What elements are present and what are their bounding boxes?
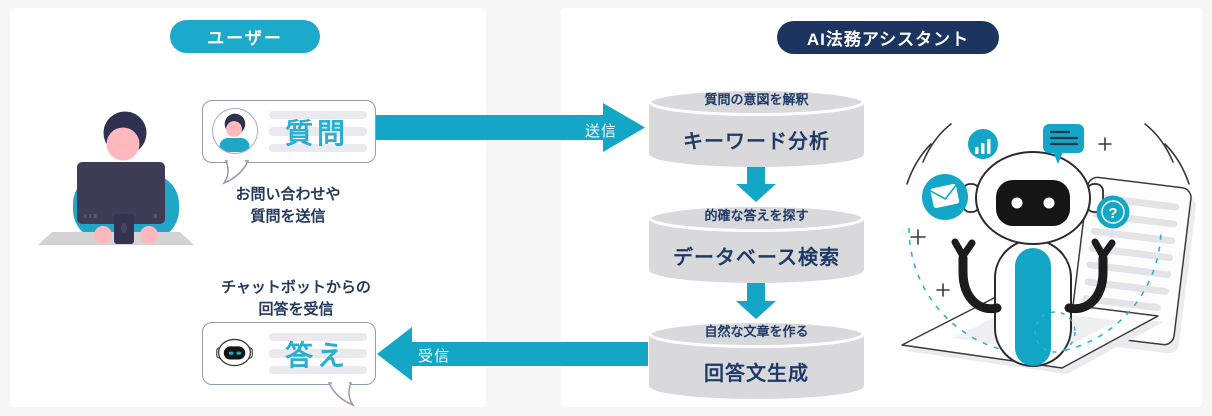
person-hand bbox=[140, 226, 158, 244]
person-avatar-icon bbox=[219, 113, 250, 153]
text-line-placeholder bbox=[269, 366, 367, 374]
text-line-placeholder bbox=[269, 127, 367, 136]
text-line-placeholder bbox=[269, 144, 367, 152]
robot-eye bbox=[1011, 197, 1023, 209]
send-arrow-label: 送信 bbox=[584, 123, 617, 140]
question-caption-line2: 質問を送信 bbox=[250, 207, 326, 225]
step-note: 的確な答えを探す bbox=[704, 208, 809, 223]
step-note: 質問の意図を解釈 bbox=[704, 92, 809, 107]
text-line-placeholder bbox=[269, 349, 367, 358]
question-bubble-tail bbox=[221, 159, 250, 185]
send-arrow bbox=[374, 103, 645, 152]
user-badge: ユーザー bbox=[170, 20, 320, 53]
bar-chart-icon bbox=[968, 129, 998, 159]
pipeline-step-database-search: 的確な答えを探す データベース検索 bbox=[648, 204, 865, 284]
step-title: キーワード分析 bbox=[683, 131, 830, 153]
question-caption: お問い合わせや 質問を送信 bbox=[198, 184, 378, 228]
down-arrow-icon bbox=[736, 283, 776, 319]
database-cylinder-icon bbox=[648, 88, 865, 167]
plus-marks bbox=[910, 137, 1112, 297]
monitor-icon bbox=[77, 162, 165, 224]
pipeline-step-answer-generation: 自然な文章を作る 回答文生成 bbox=[648, 320, 865, 400]
envelope-icon bbox=[922, 174, 968, 220]
person-face bbox=[106, 127, 140, 161]
answer-caption-line2: 回答を受信 bbox=[258, 300, 334, 318]
decorative-arcs bbox=[906, 123, 1190, 185]
robot-arms bbox=[951, 238, 1116, 314]
step-title: データベース検索 bbox=[673, 247, 840, 269]
answer-caption-line1: チャットボットからの bbox=[221, 279, 371, 296]
database-cylinder-icon bbox=[648, 320, 865, 399]
user-avatar bbox=[212, 108, 258, 154]
assistant-badge: AI法務アシスタント bbox=[777, 21, 999, 54]
text-line-placeholder bbox=[269, 333, 367, 341]
receive-arrow-label: 受信 bbox=[417, 348, 450, 365]
question-bubble: 質問 bbox=[202, 100, 376, 163]
receive-arrow bbox=[377, 327, 648, 381]
robot-eye bbox=[1043, 197, 1055, 209]
user-at-computer-illustration bbox=[38, 111, 194, 245]
answer-bubble-tail bbox=[327, 381, 356, 407]
robot-body-stripe bbox=[1015, 248, 1051, 366]
bot-avatar bbox=[212, 330, 258, 376]
svg-text:?: ? bbox=[1108, 205, 1117, 222]
down-arrow-icon bbox=[736, 166, 776, 202]
robot-avatar-icon bbox=[216, 338, 253, 367]
chat-bubble-icon bbox=[1043, 124, 1084, 164]
answer-caption: チャットボットからの 回答を受信 bbox=[200, 277, 392, 321]
step-note: 自然な文章を作る bbox=[704, 324, 809, 339]
question-mark-icon: ? bbox=[1096, 195, 1130, 229]
small-dashed-circle bbox=[1034, 311, 1076, 353]
database-cylinder-icon bbox=[648, 204, 865, 283]
step-title: 回答文生成 bbox=[704, 363, 809, 385]
answer-bubble: 答え bbox=[202, 322, 376, 385]
robot-illustration: ? bbox=[901, 123, 1196, 374]
question-label: 質問 bbox=[284, 117, 349, 149]
robot-visor bbox=[996, 180, 1070, 226]
answer-label: 答え bbox=[284, 339, 349, 371]
text-line-placeholder bbox=[269, 111, 367, 119]
pipeline-step-keyword-analysis: 質問の意図を解釈 キーワード分析 bbox=[648, 88, 865, 168]
question-caption-line1: お問い合わせや bbox=[235, 186, 341, 203]
person-hand bbox=[94, 226, 112, 244]
